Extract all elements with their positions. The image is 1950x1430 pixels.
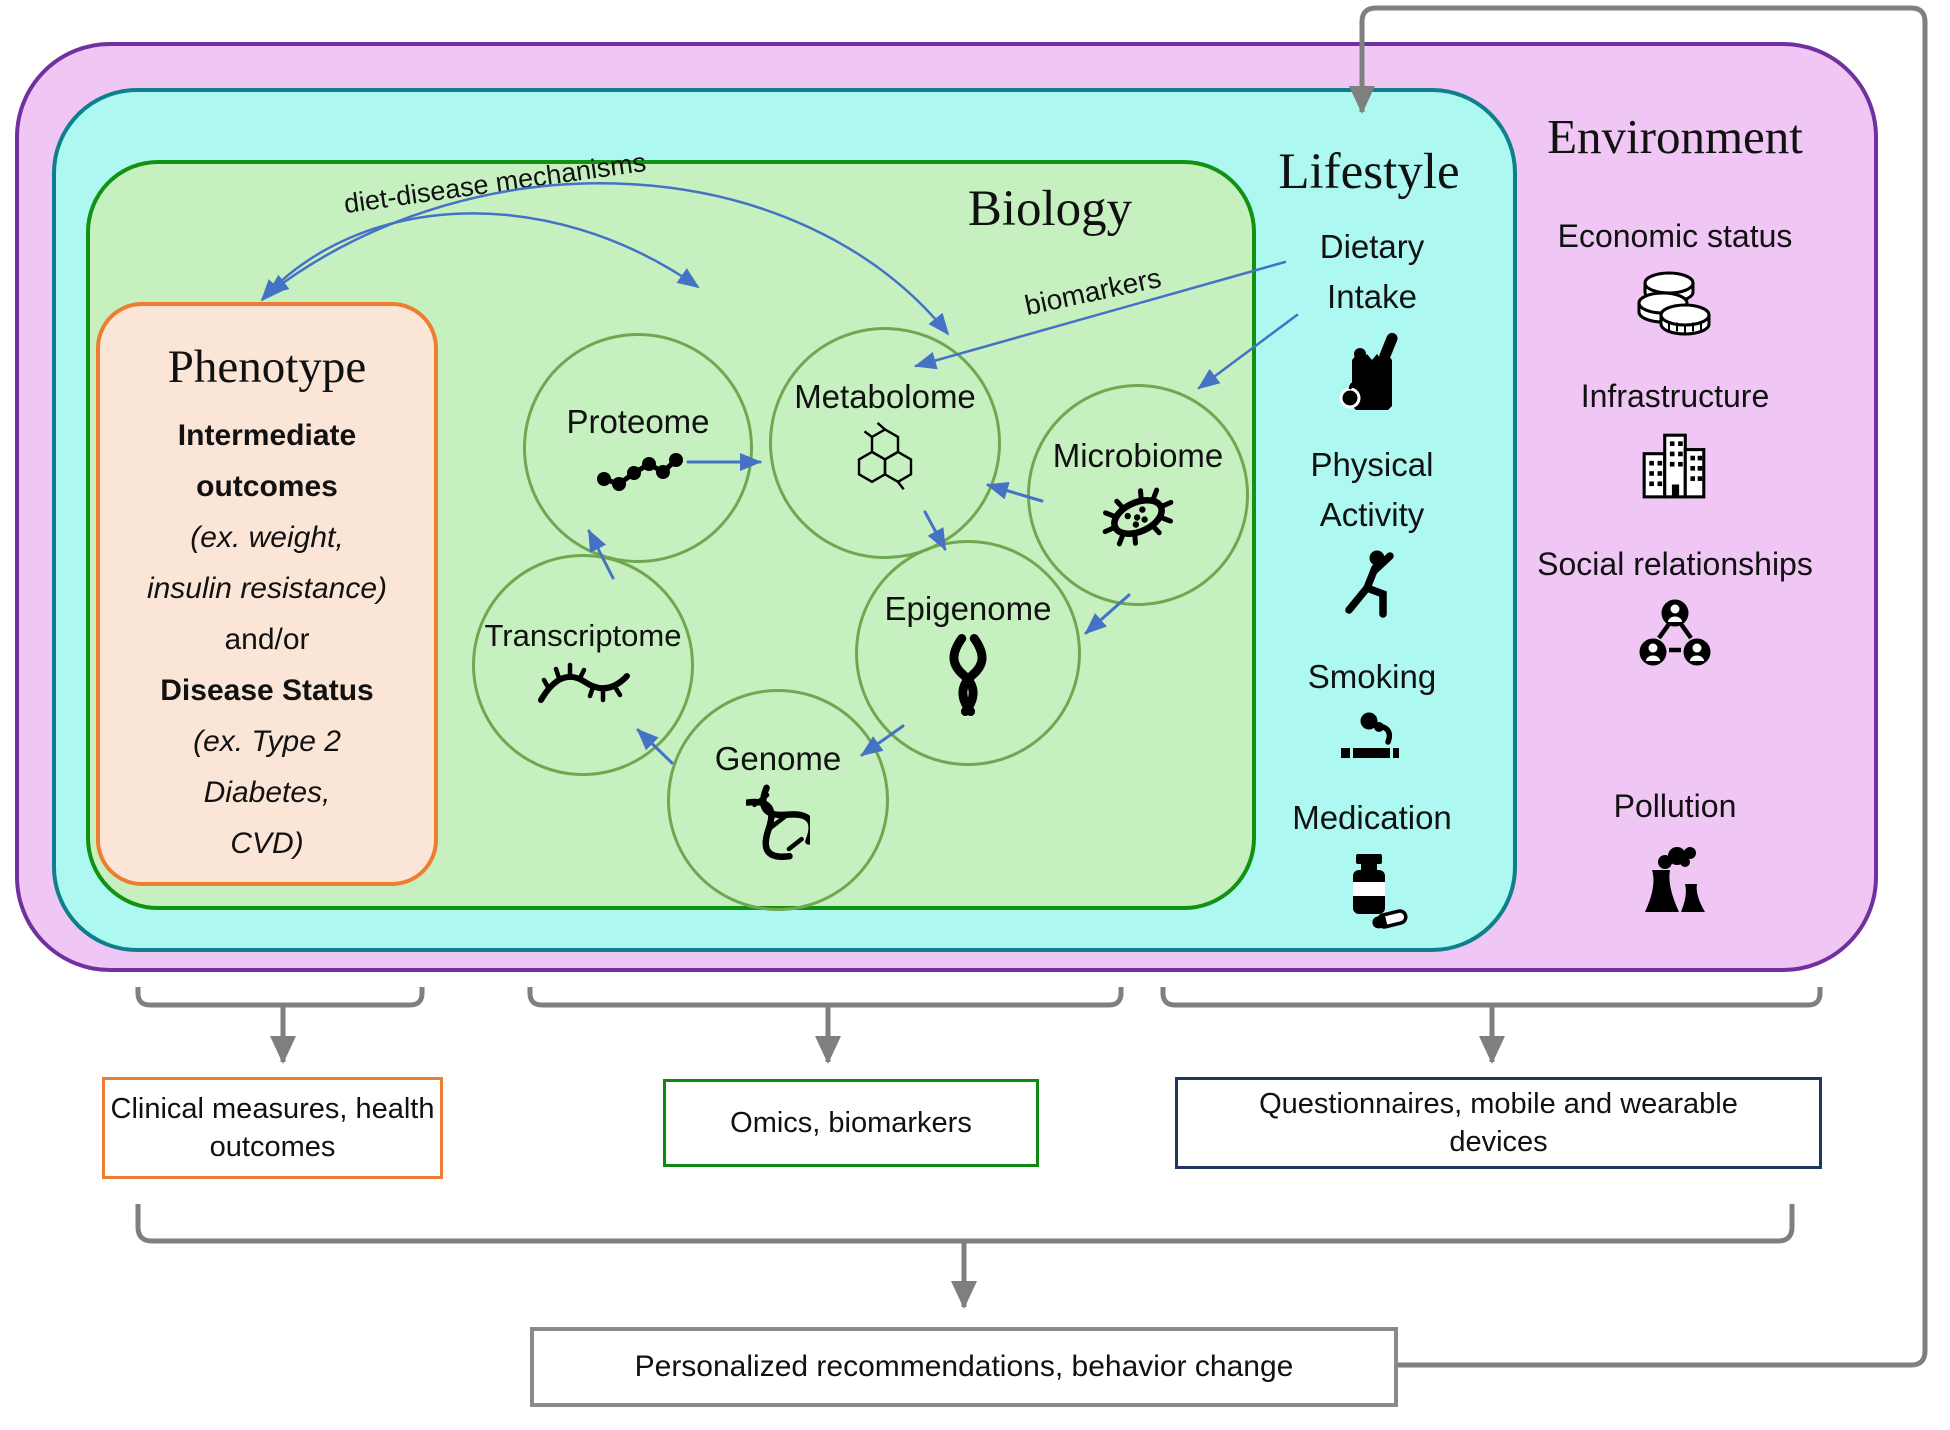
lifestyle-item-activity: Physical Activity: [1277, 440, 1467, 634]
buildings-icon: [1642, 433, 1706, 499]
lifestyle-item-diet: Dietary Intake: [1277, 222, 1467, 428]
metabolome-label: Metabolome: [794, 378, 976, 415]
environment-item-infrastructure: Infrastructure: [1535, 372, 1815, 515]
phenotype-line: Diabetes,: [203, 776, 331, 809]
epigenome-circle: Epigenome: [855, 540, 1081, 766]
social-network-icon: [1639, 599, 1711, 666]
phenotype-line: insulin resistance): [146, 572, 388, 605]
clinical-measures-box: Clinical measures, health outcomes: [102, 1077, 443, 1179]
microbiome-label: Microbiome: [1052, 437, 1224, 474]
phenotype-line: outcomes: [196, 470, 338, 503]
phenotype-line: (ex. weight,: [190, 521, 344, 554]
clinical-measures-label: Clinical measures, health outcomes: [110, 1093, 435, 1163]
proteome-label: Proteome: [566, 403, 710, 440]
epigenome-label: Epigenome: [884, 590, 1052, 627]
mrna-icon: [538, 662, 630, 703]
transcriptome-label: Transcriptome: [484, 618, 682, 653]
pollution-icon: [1645, 847, 1705, 912]
molecule-icon: [857, 422, 913, 491]
environment-item-economic: Economic status: [1535, 212, 1815, 359]
bracket-biology: [527, 987, 1124, 1008]
protein-beads-icon: [597, 453, 683, 491]
environment-title: Environment: [1547, 109, 1803, 164]
exercise-icon: [1345, 550, 1394, 618]
genome-label: Genome: [714, 740, 842, 777]
environment-item-social: Social relationships: [1535, 540, 1815, 687]
grocery-bag-icon: [1339, 332, 1398, 410]
phenotype-line: Intermediate: [177, 419, 357, 452]
social-label: Social relationships: [1537, 546, 1813, 582]
bracket-lifestyle-environment: [1160, 987, 1823, 1008]
lifestyle-item-medication: Medication: [1277, 793, 1467, 945]
transcriptome-circle: Transcriptome: [472, 554, 694, 776]
omics-biomarkers-box: Omics, biomarkers: [663, 1079, 1039, 1167]
activity-label: Physical Activity: [1310, 446, 1434, 533]
dna-icon: [746, 784, 810, 860]
phenotype-line: CVD): [230, 827, 304, 860]
environment-item-pollution: Pollution: [1535, 782, 1815, 929]
proteome-circle: Proteome: [523, 333, 753, 563]
infrastructure-label: Infrastructure: [1580, 378, 1770, 414]
questionnaires-devices-box: Questionnaires, mobile and wearable devi…: [1175, 1077, 1822, 1169]
biology-title: Biology: [967, 181, 1133, 237]
chromosome-icon: [949, 634, 987, 716]
lifestyle-item-smoking: Smoking: [1277, 652, 1467, 778]
medication-label: Medication: [1292, 799, 1452, 836]
smoking-label: Smoking: [1307, 658, 1437, 695]
genome-circle: Genome: [667, 689, 889, 911]
cigarette-icon: [1341, 712, 1399, 758]
microbiome-circle: Microbiome: [1027, 384, 1249, 606]
phenotype-line: Disease Status: [160, 674, 374, 707]
bracket-phenotype: [135, 987, 425, 1008]
diet-label: Dietary Intake: [1319, 228, 1425, 315]
phenotype-line: (ex. Type 2: [193, 725, 341, 758]
questionnaires-devices-label: Questionnaires, mobile and wearable devi…: [1259, 1088, 1738, 1158]
pollution-label: Pollution: [1613, 788, 1737, 824]
coins-icon: [1637, 271, 1711, 336]
personalized-recommendations-box: Personalized recommendations, behavior c…: [530, 1327, 1398, 1407]
bracket-all-measures: [135, 1204, 1795, 1244]
economic-label: Economic status: [1557, 218, 1793, 254]
lifestyle-title: Lifestyle: [1278, 144, 1460, 200]
omics-biomarkers-label: Omics, biomarkers: [730, 1107, 972, 1139]
metabolome-circle: Metabolome: [769, 327, 1001, 559]
personalized-recommendations-label: Personalized recommendations, behavior c…: [634, 1350, 1294, 1383]
phenotype-line: and/or: [224, 623, 310, 656]
pill-bottle-icon: [1353, 854, 1408, 929]
phenotype-description: Intermediate outcomes (ex. weight, insul…: [100, 410, 434, 869]
phenotype-title: Phenotype: [167, 341, 367, 393]
phenotype-box: Phenotype Intermediate outcomes (ex. wei…: [96, 302, 438, 886]
bacteria-icon: [1102, 487, 1174, 547]
